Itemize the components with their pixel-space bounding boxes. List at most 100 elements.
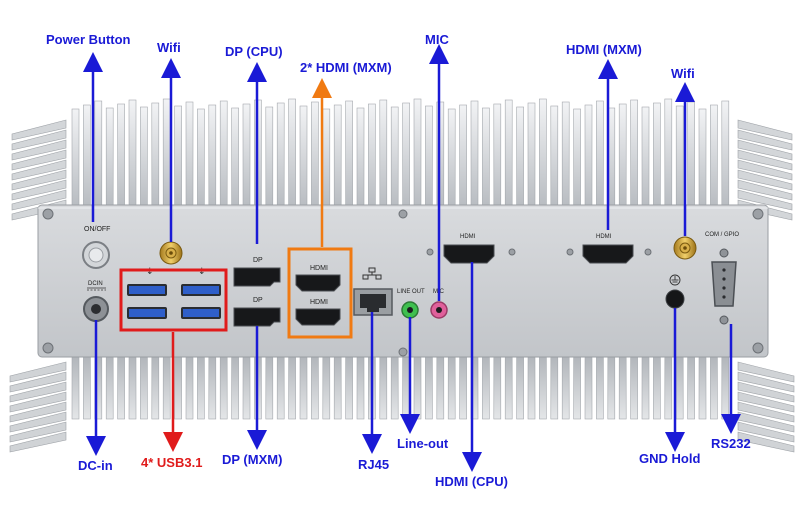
callout-wifi-right: Wifi [671,66,695,81]
heatsink-fin [345,356,353,420]
heatsink-fin [128,356,137,420]
heatsink-fin [630,356,638,420]
com-gpio-label: COM / GPIO [705,232,739,238]
usb-port[interactable] [127,307,167,319]
heatsink-fin [447,356,456,420]
dp-bottom-label: DP [253,297,263,304]
usb-port[interactable] [127,284,167,296]
side-fin [9,371,67,393]
heatsink-fin [219,356,228,420]
usb-port[interactable] [181,284,221,296]
heatsink-fin [333,356,342,420]
hdmi-port-cpu[interactable] [443,244,495,264]
ethernet-icon [362,267,382,280]
hdmi-1-label: HDMI [310,265,328,272]
gnd-hold-terminal[interactable] [665,289,685,309]
heatsink-fin [151,356,160,420]
side-fin [9,431,67,453]
side-fin [9,421,67,443]
heatsink-fin [436,356,445,420]
heatsink-fin [675,356,684,420]
heatsink-fin [607,356,616,420]
heatsink-fin [721,100,730,206]
hdmi-highlight-box [287,247,353,339]
hdmi-port-mxm-right[interactable] [582,244,634,264]
callout-mic: MIC [425,32,449,47]
heatsink-fin [710,104,718,206]
mic-hole [436,307,442,313]
heatsink-fin [402,102,410,206]
side-fin [737,391,795,413]
heatsink-fin [584,356,593,420]
heatsink-fin [425,356,433,420]
heatsink-fin [288,356,296,420]
heatsink-fin [242,103,251,206]
side-fin [737,381,795,403]
heatsink-fin [413,356,422,420]
heatsink-fin [276,102,285,206]
heatsink-fin [596,100,604,206]
heatsink-fin [83,356,91,420]
heatsink-fin [356,356,365,420]
heatsink-fin [117,356,125,420]
usb-port-group: ⇣ ⇣ [127,267,221,319]
heatsink-fin [527,356,536,420]
usb-port[interactable] [181,307,221,319]
heatsink-fin [653,356,661,420]
heatsink-fin [470,100,479,206]
heatsink-fin [299,356,308,420]
heatsink-fin [379,99,388,206]
heatsink-fin [231,356,239,420]
heatsink-fin [345,100,353,206]
side-fin [11,149,67,171]
heatsink-fin [539,98,547,206]
screw [42,342,54,354]
bottom-heatsink-fins [9,356,795,453]
heatsink-fin [197,108,205,206]
heatsink-fin [584,104,593,206]
heatsink-fin [504,99,513,206]
heatsink-fin [516,106,524,206]
heatsink-fin [573,108,581,206]
heatsink-fin [299,105,308,206]
callout-rs232: RS232 [711,436,751,451]
heatsink-fin [653,102,661,206]
ground-icon [669,274,681,286]
hdmi-port-mxm-2[interactable] [295,308,341,326]
screw [398,209,408,219]
heatsink-fin [231,107,239,206]
side-fin [11,139,67,161]
heatsink-fin [117,103,125,206]
heatsink-fin [356,107,365,206]
side-fin [11,169,67,191]
dp-port-mxm[interactable] [233,307,281,327]
wifi-antenna-left[interactable] [159,241,183,265]
callout-hdmi-mxm-dual: 2* HDMI (MXM) [300,60,392,75]
rs232-connector[interactable] [711,261,737,307]
heatsink-fin [311,356,319,420]
screw [42,208,54,220]
heatsink-fin [128,99,137,206]
heatsink-fin [710,356,718,420]
dp-port-cpu[interactable] [233,267,281,287]
heatsink-fin [219,100,228,206]
side-fin [11,179,67,201]
heatsink-fin [687,356,695,420]
heatsink-fin [550,105,559,206]
heatsink-fin [390,356,399,420]
heatsink-fin [527,102,536,206]
heatsink-fin [641,356,650,420]
side-fin [737,119,793,141]
heatsink-fin [493,103,502,206]
heatsink-fin [71,356,80,420]
line-out-hole [407,307,413,313]
hdmi-port-mxm-1[interactable] [295,274,341,292]
heatsink-fin [162,98,171,206]
heatsink-fin [698,108,707,206]
callout-power-button: Power Button [46,32,131,47]
wifi-antenna-right[interactable] [673,236,697,260]
heatsink-fin [664,356,673,420]
heatsink-fin [561,356,570,420]
